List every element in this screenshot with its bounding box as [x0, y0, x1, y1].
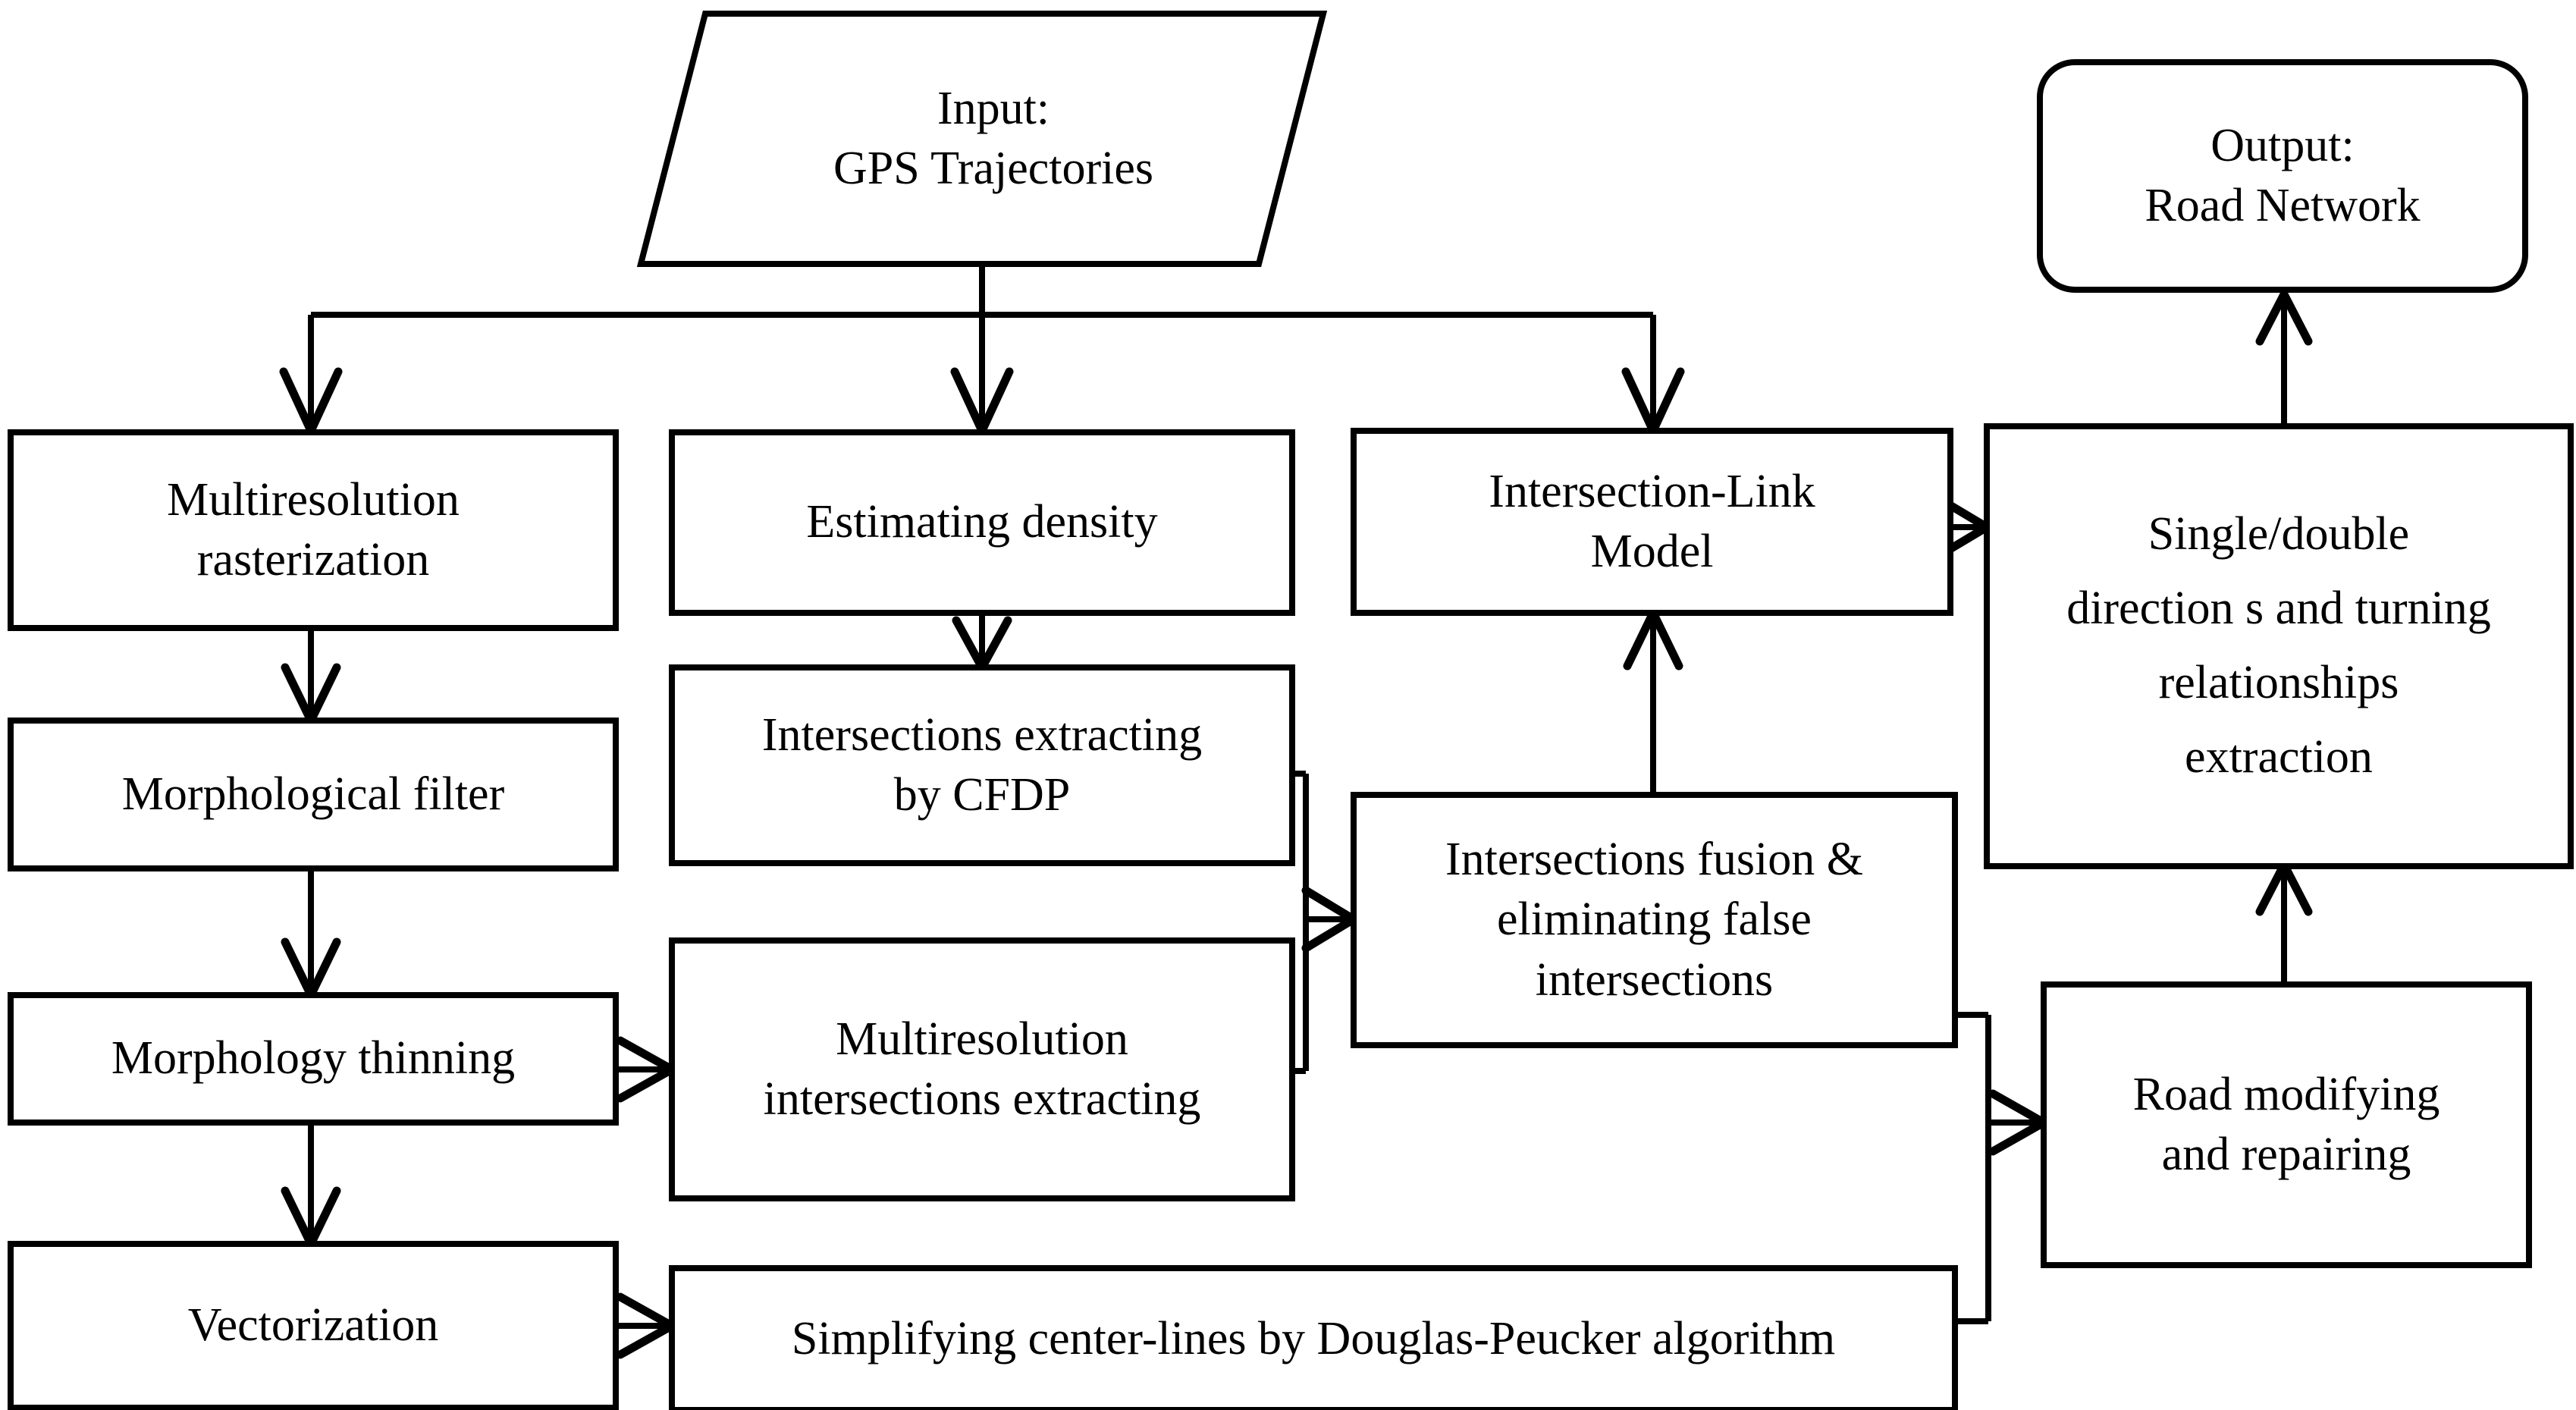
edge-morph-filter-thinning	[281, 868, 341, 1000]
edge-bracket-to-road-modifying	[1955, 1012, 2048, 1324]
edge-rasterization-morph-filter	[281, 630, 341, 725]
node-morphological-filter[interactable]	[8, 718, 619, 871]
node-multiresolution-rasterization[interactable]	[8, 429, 619, 631]
node-output[interactable]	[2037, 59, 2528, 293]
edge-input-distribution	[279, 267, 1685, 435]
edge-thinning-vectorization	[281, 1123, 341, 1248]
node-morphology-thinning[interactable]	[8, 992, 619, 1126]
node-road-modifying-repairing[interactable]	[2041, 981, 2532, 1268]
edge-road-modifying-to-directions	[2255, 860, 2313, 984]
node-single-double-directions[interactable]	[1984, 423, 2574, 869]
edge-bracket-to-fusion	[1291, 771, 1358, 1074]
node-multiresolution-intersections-extracting[interactable]	[669, 937, 1295, 1201]
node-intersection-link-model[interactable]	[1351, 428, 1953, 616]
edge-directions-to-output	[2255, 290, 2313, 426]
edge-thinning-multires-intersections	[616, 1036, 676, 1103]
node-intersections-fusion[interactable]	[1351, 792, 1958, 1048]
node-simplifying-center-lines[interactable]	[669, 1265, 1958, 1410]
edge-density-cfdp	[952, 613, 1012, 672]
node-estimating-density[interactable]	[669, 429, 1295, 616]
node-intersections-extracting-cfdp[interactable]	[669, 664, 1295, 866]
edge-fusion-to-link-model	[1623, 608, 1683, 795]
node-vectorization[interactable]	[8, 1241, 619, 1410]
edge-vectorization-simplifying	[616, 1292, 676, 1359]
node-input[interactable]	[636, 11, 1328, 267]
